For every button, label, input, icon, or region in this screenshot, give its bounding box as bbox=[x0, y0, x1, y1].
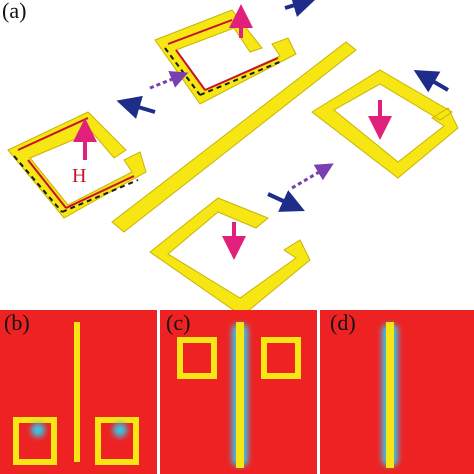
panel-b: (b) bbox=[0, 310, 158, 474]
panel-d-bar bbox=[386, 322, 394, 468]
panel-c-ring-left bbox=[177, 337, 217, 379]
split-ring-left: H bbox=[7, 111, 147, 219]
panel-b-bar bbox=[74, 322, 80, 462]
panel-c-bar bbox=[236, 322, 244, 468]
panel-b-label: (b) bbox=[4, 310, 30, 335]
split-ring-right bbox=[311, 69, 459, 179]
metal-bar bbox=[111, 41, 357, 233]
panel-d-label: (d) bbox=[330, 310, 356, 335]
dashed-arrow-bottom bbox=[291, 163, 334, 190]
coupling-arrow-right bbox=[413, 69, 450, 93]
panel-a: (a) H bbox=[2, 0, 459, 317]
panel-b-hotspot-left bbox=[31, 423, 45, 437]
dashed-arrow-left bbox=[149, 70, 189, 90]
split-ring-bottom bbox=[149, 197, 311, 317]
panel-c: (c) bbox=[160, 310, 318, 474]
panel-b-ring-right bbox=[95, 417, 139, 465]
split-ring-top bbox=[154, 4, 297, 105]
panel-b-hotspot-right bbox=[113, 423, 127, 437]
panel-c-ring-right bbox=[261, 337, 301, 379]
panel-c-label: (c) bbox=[166, 310, 190, 335]
field-label-h: H bbox=[72, 165, 86, 187]
panel-d: (d) bbox=[320, 310, 474, 474]
panel-a-label: (a) bbox=[2, 0, 26, 23]
coupling-arrow-left bbox=[116, 95, 156, 119]
panel-b-ring-left bbox=[13, 417, 57, 465]
coupling-arrow-top bbox=[284, 0, 317, 17]
coupling-arrow-bottom bbox=[267, 190, 305, 212]
